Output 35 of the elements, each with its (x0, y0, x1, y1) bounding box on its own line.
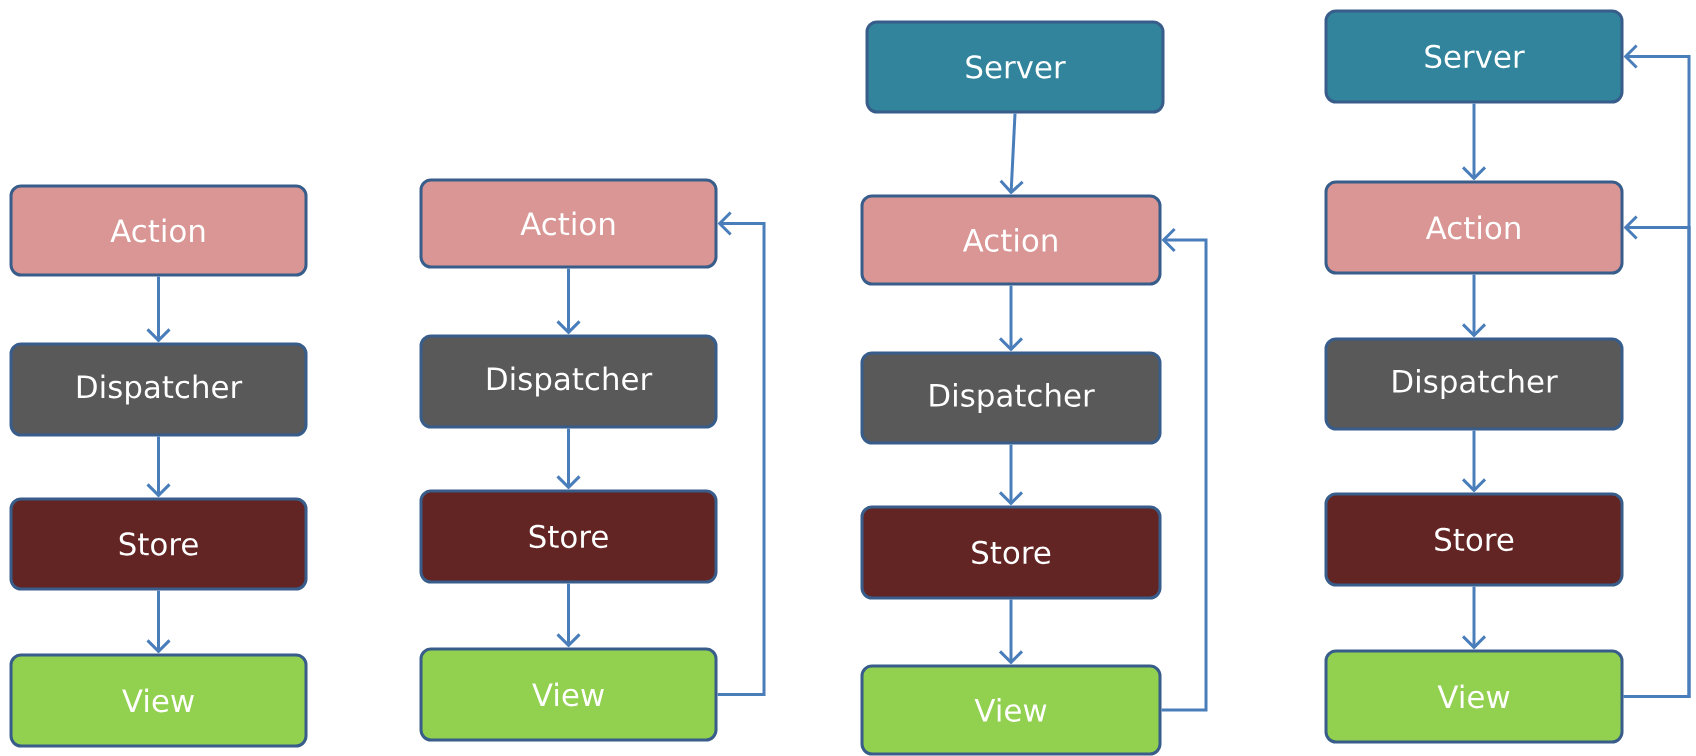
dispatcher-box: Dispatcher (1324, 337, 1624, 431)
dispatcher-box: Dispatcher (860, 351, 1162, 445)
feedback-arrow (1623, 215, 1691, 698)
view-box: View (419, 647, 718, 742)
store-box: Store (1324, 492, 1624, 587)
action-box: Action (1324, 180, 1624, 275)
arrow (556, 268, 581, 335)
arrow (146, 436, 171, 498)
arrow (1461, 103, 1487, 181)
action-box: Action (419, 178, 718, 269)
arrow (146, 590, 171, 654)
arrow (998, 444, 1024, 506)
store-box: Store (9, 497, 308, 591)
arrow (1461, 274, 1487, 338)
action-box: Action (860, 194, 1162, 286)
arrow (146, 276, 171, 343)
store-box: Store (419, 489, 718, 584)
server-box: Server (1324, 9, 1624, 104)
view-box: View (9, 653, 308, 748)
view-box: View (1324, 649, 1624, 744)
arrow (998, 599, 1024, 665)
feedback-arrow (1161, 227, 1208, 712)
dispatcher-box: Dispatcher (9, 342, 308, 437)
arrow (998, 285, 1024, 352)
dispatcher-box: Dispatcher (419, 334, 718, 429)
action-box: Action (9, 184, 308, 277)
arrow (556, 583, 581, 648)
arrow (1461, 586, 1487, 650)
store-box: Store (860, 505, 1162, 600)
arrow (999, 113, 1024, 195)
view-box: View (860, 664, 1162, 756)
arrow (556, 428, 581, 490)
feedback-arrow (717, 211, 766, 696)
arrow (1461, 430, 1487, 493)
server-box: Server (865, 20, 1165, 114)
